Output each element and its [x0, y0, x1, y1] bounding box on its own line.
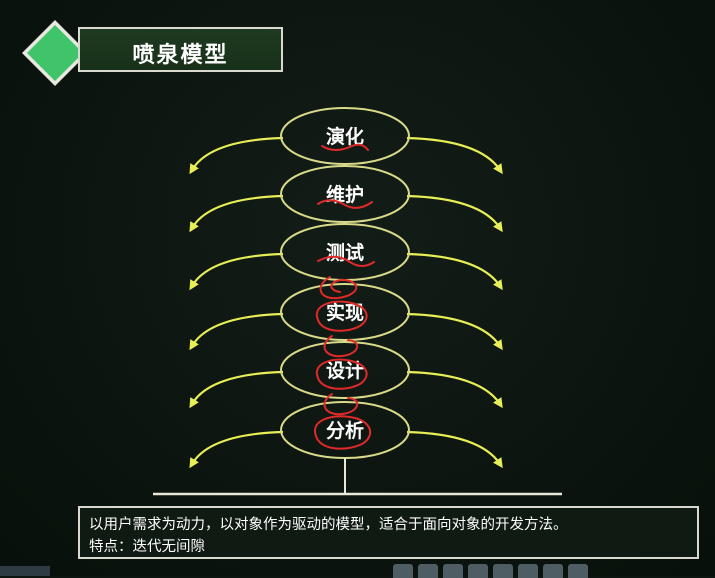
home-icon[interactable]	[493, 564, 513, 578]
caption-feature-value: 迭代无间隙	[132, 539, 206, 555]
red-annotations	[142, 143, 375, 556]
grid-icon[interactable]	[418, 564, 438, 578]
ellipse-evolution	[280, 107, 410, 165]
stage-implementation: 实现	[189, 283, 503, 351]
stage-analysis: 分析	[189, 401, 503, 469]
arrow-right-implementation	[406, 312, 503, 351]
diamond-icon	[20, 18, 90, 88]
stage-testing: 测试	[189, 223, 503, 291]
arrow-left-maintenance	[189, 194, 284, 233]
annotation-loop-1	[319, 276, 358, 300]
square-icon[interactable]	[543, 564, 563, 578]
slide-title: 喷泉模型	[132, 43, 229, 68]
annotation-underline-evolution	[321, 143, 369, 151]
arrow-left-implementation	[189, 312, 284, 351]
arrow-left-design	[189, 370, 284, 409]
arrow-right-design	[406, 370, 503, 409]
annotation-squiggle-testing	[317, 255, 375, 267]
presentation-toolbar	[393, 564, 588, 578]
ellipse-implementation	[280, 283, 410, 341]
arrow-left-testing	[189, 252, 284, 291]
window-icon[interactable]	[568, 564, 588, 578]
annotation-circle-implementation	[315, 300, 368, 332]
caption-line-2: 特点：迭代无间隙	[89, 535, 205, 556]
annotation-circle-design	[315, 358, 368, 390]
arrow-right-maintenance	[406, 194, 503, 233]
caption-line-1: 以用户需求为动力，以对象作为驱动的模型，适合于面向对象的开发方法。	[89, 517, 568, 533]
annotation-loop-3	[323, 393, 358, 416]
arrow-right-evolution	[406, 136, 503, 175]
arrow-right-testing	[406, 252, 503, 291]
caption-feature-label: 特点：	[89, 539, 133, 555]
annotation-loop-2	[323, 335, 358, 358]
stage-design: 设计	[189, 341, 503, 409]
ellipse-design	[280, 341, 410, 399]
stage-evolution: 演化	[189, 107, 503, 175]
pointer-icon[interactable]	[518, 564, 538, 578]
ellipse-maintenance	[280, 165, 410, 223]
stage-label-evolution: 演化	[326, 125, 364, 148]
arrow-right-analysis	[406, 430, 503, 469]
title-box: 喷泉模型	[78, 27, 283, 72]
annotation-squiggle-maintenance	[317, 199, 373, 209]
stage-label-design: 设计	[326, 360, 364, 382]
stage-label-implementation: 实现	[326, 301, 364, 324]
caption-box: 以用户需求为动力，以对象作为驱动的模型，适合于面向对象的开发方法。 特点：迭代无…	[78, 506, 699, 559]
play-icon[interactable]	[443, 564, 463, 578]
stage-label-analysis: 分析	[326, 419, 364, 442]
stage-label-maintenance: 维护	[326, 183, 364, 206]
zoom-icon[interactable]	[393, 564, 413, 578]
annotation-circle-analysis	[314, 415, 372, 450]
pen-icon[interactable]	[468, 564, 488, 578]
arrow-left-evolution	[189, 136, 284, 175]
stage-label-testing: 测试	[326, 242, 364, 264]
corner-panel	[0, 566, 50, 576]
stage-maintenance: 维护	[189, 165, 503, 233]
arrow-left-analysis	[189, 430, 284, 469]
